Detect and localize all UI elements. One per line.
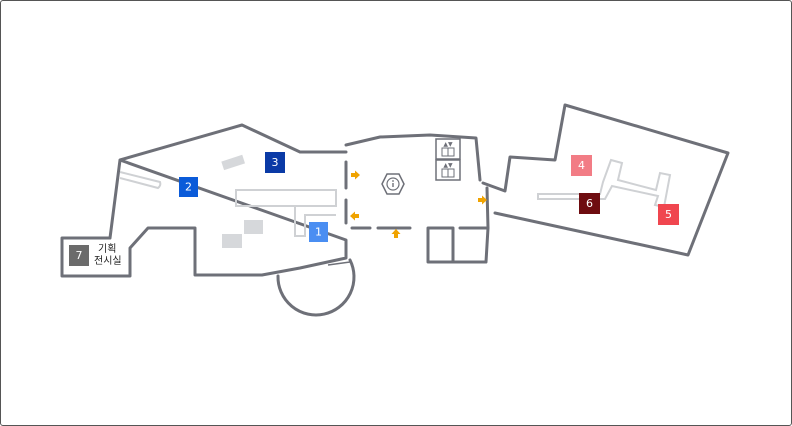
arrow-icon: [478, 195, 487, 205]
curved-bench: [119, 171, 162, 190]
svg-text:3: 3: [272, 156, 279, 169]
elevator-1-box: [435, 138, 461, 160]
svg-text:6: 6: [586, 197, 593, 210]
elevator-icon: ▲▼: [441, 141, 455, 157]
svg-text:7: 7: [76, 249, 83, 262]
arrow-icon: [391, 229, 401, 238]
room-badge-4[interactable]: 4: [571, 155, 592, 176]
wall-east-wing: [481, 103, 730, 257]
partition-curve: [294, 206, 336, 237]
arrow-icon: [351, 170, 360, 180]
svg-text:5: 5: [665, 208, 672, 221]
wall-central-hall: [344, 133, 490, 264]
elevator-2-box: [435, 159, 461, 181]
wall-rotunda: [276, 258, 356, 317]
svg-text:▲▼: ▲▼: [443, 162, 453, 169]
room-badge-6[interactable]: 6: [579, 193, 600, 214]
arrow-icon: [350, 211, 359, 221]
east-partition: [537, 158, 672, 209]
room-badge-2[interactable]: 2: [179, 177, 198, 197]
svg-text:2: 2: [185, 181, 192, 194]
info-icon[interactable]: [381, 173, 405, 195]
display-case: [221, 154, 246, 171]
rotunda-door: [327, 261, 351, 266]
partition-wall: [235, 189, 337, 207]
room-badge-3[interactable]: 3: [265, 152, 285, 173]
room-badge-1[interactable]: 1: [309, 222, 328, 242]
svg-text:▲▼: ▲▼: [443, 141, 453, 148]
svg-text:4: 4: [578, 159, 585, 172]
special-exhibit-label-line2: 전시실: [94, 255, 122, 267]
room-badge-5[interactable]: 5: [658, 204, 679, 225]
room-badge-7[interactable]: 7: [69, 245, 89, 266]
display-case: [244, 220, 263, 234]
elevator-icon: ▲▼: [441, 162, 455, 178]
special-exhibit-label-line1: 기획: [98, 243, 116, 255]
svg-text:1: 1: [315, 226, 322, 239]
wall-west-wing: [60, 123, 348, 278]
display-case: [222, 234, 242, 248]
